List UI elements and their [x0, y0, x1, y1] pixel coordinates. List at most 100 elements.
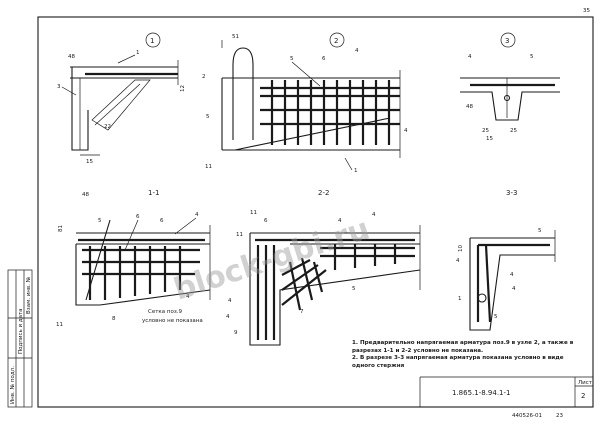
- n2-diagonal: [234, 117, 391, 151]
- s33-label-c: 4: [456, 258, 460, 264]
- footer-page: 23: [556, 413, 563, 419]
- n2-label-g: 1: [354, 168, 358, 174]
- s33-label-b: 5: [538, 228, 542, 234]
- s22-web-bars: [256, 245, 276, 340]
- n1-label-a: 1: [136, 50, 140, 56]
- node-1-title: 1: [150, 37, 154, 45]
- s11-label-g: 8: [112, 316, 116, 322]
- section-2-2: 2-2 11 6 11 4 4: [226, 189, 421, 346]
- s11-label-b: 81: [58, 225, 64, 232]
- document-code: 1.865.1-8.94.1-1: [452, 389, 511, 397]
- n3-label-b: 5: [530, 54, 534, 60]
- footer-code: 440526-01: [512, 413, 542, 419]
- n2-leader-g: [344, 157, 353, 171]
- s11-rib: [75, 244, 211, 306]
- s33-strand: [477, 293, 487, 303]
- n2-label-f: 4: [355, 48, 359, 54]
- n3-label-c: 48: [466, 104, 473, 110]
- n1-label-b: 3: [57, 84, 61, 90]
- n3-label-a: 4: [468, 54, 472, 60]
- stamp-col3: Взам. инв. №: [26, 276, 32, 314]
- s33-label-d: 1: [458, 296, 462, 302]
- s22-label-b: 6: [264, 218, 268, 224]
- n2-label-d: 5: [290, 56, 294, 62]
- s11-label-a: 48: [82, 192, 89, 198]
- stamp-col1: Инв. № подл.: [10, 366, 16, 404]
- node-1-detail: 1 1 3 48 22 15 12: [57, 32, 186, 165]
- n2-label-e: 6: [322, 56, 326, 62]
- s11-mesh: [82, 246, 200, 300]
- node-2-circle: [329, 32, 345, 48]
- watermark: block-gbi.ru: [170, 211, 374, 307]
- s33-label-e: 4: [510, 272, 514, 278]
- n2-label-b: 2: [202, 74, 206, 80]
- n1-leader-3: [61, 86, 77, 96]
- node-1-circle: [145, 32, 161, 48]
- node-3-title: 3: [505, 37, 509, 45]
- stamp-strip: [7, 269, 33, 408]
- n3-label-f: 25: [510, 128, 517, 134]
- sheet-number: 2: [581, 392, 585, 400]
- stamp-col2: Подпись и дата: [18, 308, 24, 354]
- n1-label-f: 12: [180, 85, 186, 92]
- s11-label-d: 4: [195, 212, 199, 218]
- s22-label-i: 9: [234, 330, 238, 336]
- n2-label-a: 51: [232, 34, 239, 40]
- n2-label-c: 5: [206, 114, 210, 120]
- n3-outline: [460, 91, 560, 121]
- s22-label-e: 4: [338, 218, 342, 224]
- notes-block: 1. Предварительно напрягаемая арматура п…: [352, 340, 574, 369]
- s11-label-h: 11: [56, 322, 63, 328]
- sheet-label: Лист: [578, 380, 593, 386]
- s22-slab-mesh: [320, 244, 415, 270]
- s33-bar-2: [484, 244, 492, 323]
- n2-loop: [232, 47, 254, 140]
- section-3-3: 3-3 10 5 4 1 4 4 5: [456, 189, 556, 331]
- node-3-circle: [500, 32, 516, 48]
- node-2-title: 2: [334, 37, 338, 45]
- s11-label-i: 4: [186, 294, 190, 300]
- s11-label-c: 5: [98, 218, 102, 224]
- node-2-detail: 2 51 2 5 5 6 4: [202, 32, 408, 174]
- section-3-3-title: 3-3: [506, 189, 517, 197]
- s22-label-g: 7: [300, 309, 304, 315]
- s11-mesh-note-1: Сетка поз.9: [148, 309, 183, 315]
- s11-leader-e: [124, 219, 139, 251]
- s22-label-f: 4: [228, 298, 232, 304]
- note-1: 1. Предварительно напрягаемая арматура п…: [352, 340, 574, 354]
- outer-frame: [37, 16, 594, 408]
- n3-label-e: 25: [482, 128, 489, 134]
- s33-label-g: 5: [494, 314, 498, 320]
- n1-anchor-plate: [91, 79, 151, 131]
- n1-label-e: 15: [86, 159, 93, 165]
- section-1-1: 1-1 48 81 5 4 6 6 8 11 4 Сетка поз.9: [56, 189, 211, 328]
- s11-label-e: 6: [136, 214, 140, 220]
- page-marker: 35: [583, 8, 590, 14]
- s11-leader-d: [174, 217, 197, 235]
- s22-label-c: 11: [236, 232, 243, 238]
- s22-label-h: 4: [226, 314, 230, 320]
- n1-label-d: 22: [104, 124, 111, 130]
- n2-leader-d: [291, 61, 321, 87]
- n1-anchor-inner: [94, 83, 141, 126]
- s11-mesh-note-2: условно не показана: [142, 318, 203, 324]
- n2-stirrups: [270, 80, 391, 145]
- note-2: 2. В разрезе 3-3 напрягаемая арматура по…: [352, 355, 564, 369]
- s33-label-f: 4: [512, 286, 516, 292]
- s11-label-f: 6: [160, 218, 164, 224]
- section-2-2-title: 2-2: [318, 189, 329, 197]
- node-3-detail: 3 4 5 48 15 25 25: [460, 32, 560, 142]
- n3-label-d: 15: [486, 136, 493, 142]
- s33-label-a: 10: [458, 245, 464, 252]
- s22-label-a: 11: [250, 210, 257, 216]
- s22-label-d: 4: [372, 212, 376, 218]
- s22-label-j: 5: [352, 286, 356, 292]
- section-1-1-title: 1-1: [148, 189, 159, 197]
- n2-label-h: 11: [205, 164, 212, 170]
- s11-inclined-bar: [85, 219, 111, 301]
- n1-label-c: 48: [68, 54, 75, 60]
- s22-haunch-mesh: [281, 257, 327, 311]
- n1-leader-1: [117, 54, 136, 64]
- s33-outline: [469, 238, 555, 331]
